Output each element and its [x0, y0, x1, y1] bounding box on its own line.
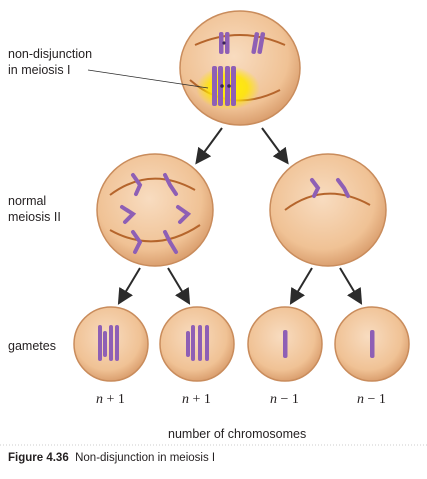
- gamete-4-count: n − 1: [357, 392, 386, 407]
- arrow-to-left-cell: [195, 127, 223, 165]
- label-leader-line: [87, 69, 209, 89]
- axis-label-chromosome-number: number of chromosomes: [168, 427, 307, 441]
- figure-number: Figure 4.36: [8, 452, 69, 464]
- gamete-3: [247, 306, 323, 382]
- arrow-to-gamete-2: [167, 267, 191, 305]
- chromosomes-left-cell: [120, 173, 192, 254]
- chromosomes-right-cell: [310, 178, 350, 198]
- figure-title: Non-disjunction in meiosis I: [75, 452, 216, 464]
- arrow-to-right-cell: [261, 127, 289, 165]
- gamete-1: [73, 306, 149, 382]
- gamete-2-count: n + 1: [182, 392, 211, 407]
- figure-caption: Figure 4.36 Non-disjunction in meiosis I: [8, 452, 215, 464]
- nondisjoined-chromosomes: [212, 66, 236, 106]
- arrow-to-gamete-1: [117, 267, 141, 305]
- parent-cell: [179, 10, 301, 126]
- meiosis-ii-cell-left: [96, 153, 214, 267]
- gamete-2: [159, 306, 235, 382]
- gamete-1-count: n + 1: [96, 392, 125, 407]
- label-nondisjunction: non-disjunction in meiosis I: [8, 47, 93, 77]
- chromosome-pair-top-left: [219, 32, 230, 54]
- arrow-to-gamete-3: [289, 267, 313, 305]
- label-normal-meiosis: normal meiosis II: [8, 194, 61, 224]
- label-gametes: gametes: [8, 339, 56, 353]
- arrow-to-gamete-4: [339, 267, 363, 305]
- chromosome-pair-top-right: [251, 32, 266, 54]
- gamete-3-count: n − 1: [270, 392, 299, 407]
- gamete-4: [334, 306, 410, 382]
- meiosis-ii-cell-right: [269, 153, 387, 267]
